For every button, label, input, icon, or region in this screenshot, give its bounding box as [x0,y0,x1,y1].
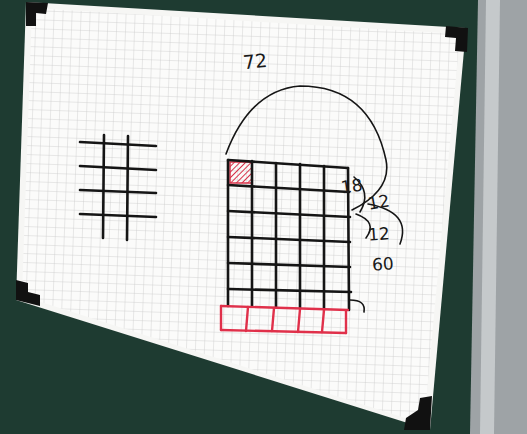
metal-frame [480,0,500,434]
red-row [221,306,348,333]
corner-magnet [445,26,468,52]
corner-magnet [26,2,48,26]
dimension-label: 60 [371,255,394,273]
hatched-cell [230,162,252,183]
dimension-label: 12 [367,225,390,243]
large-grid [228,160,351,310]
metal-frame [470,0,527,434]
bracket-arc [226,86,403,312]
corner-magnet [16,280,40,306]
dimension-label: 72 [242,51,268,72]
corner-magnet [404,396,432,430]
dimension-label: 18 [340,177,364,197]
dimension-label: 12 [367,192,391,212]
small-grid [80,135,156,240]
